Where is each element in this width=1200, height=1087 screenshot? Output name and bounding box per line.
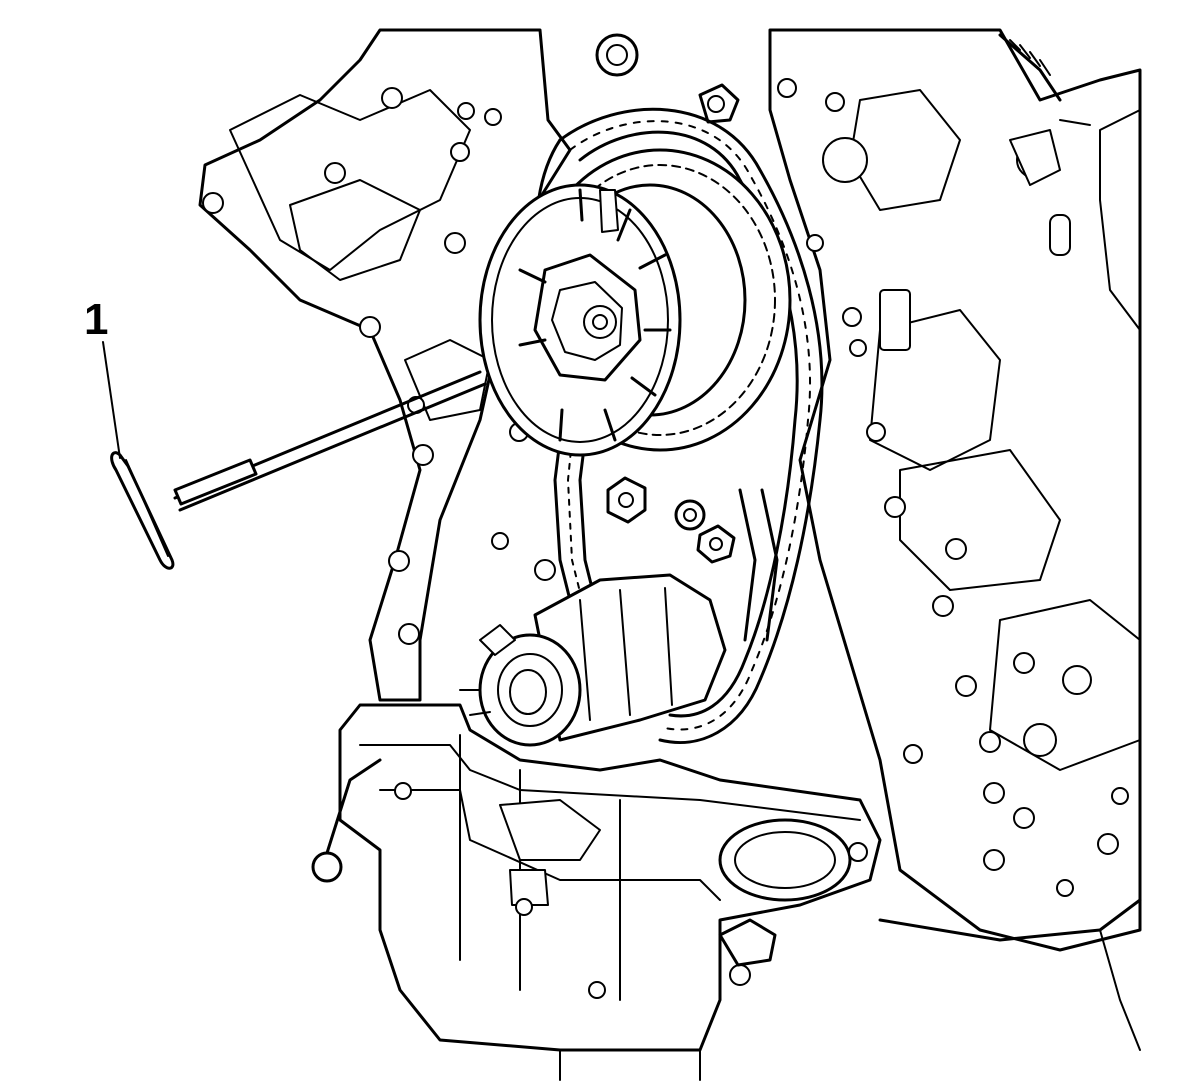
crankshaft-hub — [459, 573, 727, 747]
phaser-cover-plate — [478, 183, 682, 457]
camshaft-locking-tool — [110, 370, 487, 570]
oil-pan — [311, 703, 1142, 1081]
engine-block-right — [768, 28, 1142, 952]
callout-1-leader — [102, 341, 121, 459]
guide-bolts — [534, 476, 736, 581]
engine-block-left — [198, 28, 572, 702]
callout-1-label: 1 — [84, 295, 109, 344]
upper-bolts — [595, 33, 740, 124]
